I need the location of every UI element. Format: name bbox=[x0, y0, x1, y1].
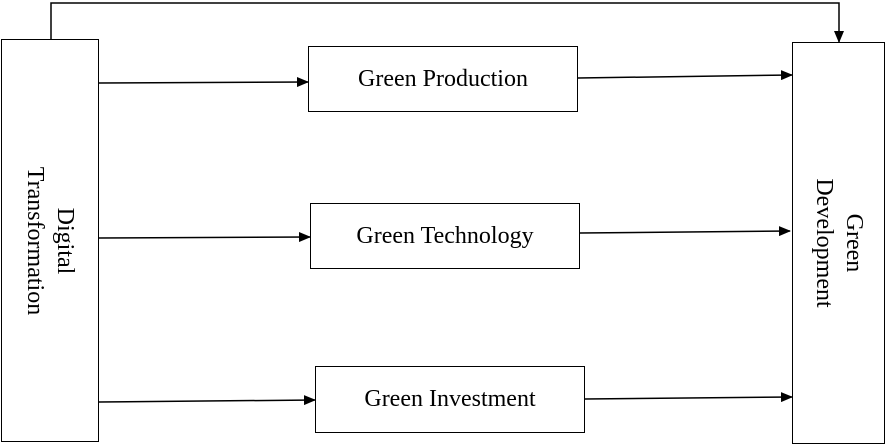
mediator-box-green-investment: Green Investment bbox=[315, 366, 585, 433]
source-box-digital-transformation: Digital Transformation bbox=[1, 39, 99, 442]
arrow-source-to-green-technology bbox=[98, 232, 311, 243]
target-box-green-development: Green Development bbox=[792, 42, 885, 444]
mediator-label-green-production: Green Production bbox=[358, 65, 528, 92]
mediator-box-green-production: Green Production bbox=[308, 46, 578, 112]
source-label-line1: Digital bbox=[52, 207, 78, 274]
mediator-label-green-technology: Green Technology bbox=[356, 222, 534, 249]
mediator-label-green-investment: Green Investment bbox=[364, 386, 536, 412]
arrow-source-to-green-investment bbox=[98, 395, 316, 406]
arrow-source-to-green-production bbox=[98, 77, 309, 88]
arrow-green-investment-to-target bbox=[584, 392, 793, 403]
source-label-line2: Transformation bbox=[22, 166, 48, 315]
direct-effect-arrow bbox=[50, 2, 844, 43]
target-label-line1: Green bbox=[840, 213, 867, 273]
target-label-line2: Development bbox=[810, 178, 837, 308]
arrow-green-production-to-target bbox=[577, 70, 793, 81]
mediator-box-green-technology: Green Technology bbox=[310, 203, 580, 269]
source-label: Digital Transformation bbox=[20, 71, 80, 411]
arrow-green-technology-to-target bbox=[579, 226, 791, 237]
target-label: Green Development bbox=[809, 73, 869, 413]
